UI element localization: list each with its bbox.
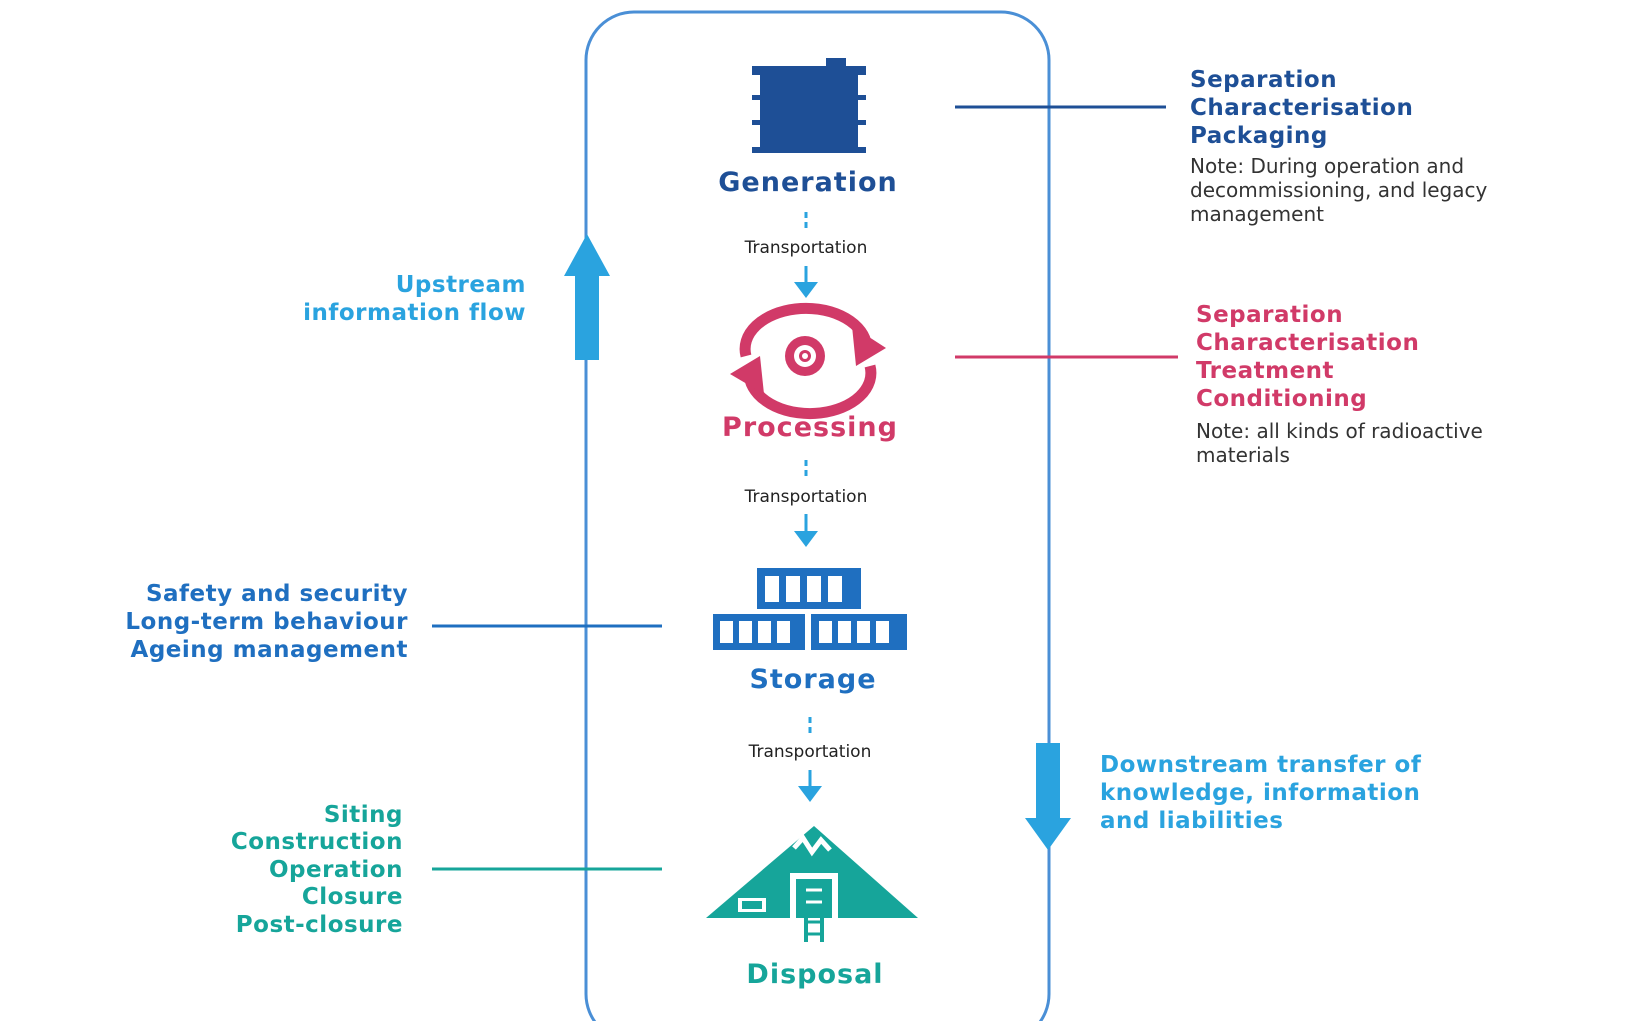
stage-label-generation: Generation <box>718 167 897 198</box>
generation-item: Packaging <box>1190 123 1328 149</box>
storage-item: Long-term behaviour <box>125 609 408 635</box>
processing-item: Separation <box>1196 302 1343 328</box>
stage-label-disposal: Disposal <box>746 959 883 990</box>
processing-icon <box>730 302 886 420</box>
transport-arrow-1 <box>794 212 818 298</box>
downstream-label-line-2: knowledge, information <box>1100 780 1420 806</box>
transport-label-1: Transportation <box>744 238 868 258</box>
upstream-arrow <box>564 234 610 360</box>
stage-label-processing: Processing <box>722 412 898 443</box>
upstream-label-line-1: Upstream <box>396 272 526 298</box>
processing-item: Treatment <box>1196 358 1334 384</box>
disposal-item: Post-closure <box>236 912 403 938</box>
stage-label-storage: Storage <box>749 664 876 695</box>
transport-arrow-2 <box>794 460 818 547</box>
upstream-label-line-2: information flow <box>303 300 526 326</box>
downstream-arrow <box>1025 743 1071 850</box>
lifecycle-frame <box>584 10 1051 1021</box>
generation-item: Characterisation <box>1190 95 1413 121</box>
processing-item: Characterisation <box>1196 330 1419 356</box>
generation-note-line: Note: During operation and <box>1190 154 1464 178</box>
transport-label-3: Transportation <box>748 742 872 762</box>
processing-item: Conditioning <box>1196 386 1367 412</box>
generation-note-line: decommissioning, and legacy <box>1190 178 1487 202</box>
disposal-item: Siting <box>324 802 403 828</box>
generation-icon <box>752 58 866 153</box>
storage-item: Ageing management <box>131 637 408 663</box>
disposal-item: Construction <box>231 829 403 855</box>
disposal-icon <box>706 826 918 942</box>
generation-note-line: management <box>1190 202 1324 226</box>
generation-item: Separation <box>1190 67 1337 93</box>
transport-arrow-3 <box>798 717 822 802</box>
processing-note-line: Note: all kinds of radioactive <box>1196 419 1483 443</box>
processing-note-line: materials <box>1196 443 1290 467</box>
storage-icon <box>713 568 907 650</box>
disposal-item: Operation <box>269 857 403 883</box>
downstream-label-line-3: and liabilities <box>1100 808 1283 834</box>
downstream-label-line-1: Downstream transfer of <box>1100 752 1422 778</box>
storage-item: Safety and security <box>146 581 408 607</box>
disposal-item: Closure <box>302 884 403 910</box>
transport-label-2: Transportation <box>744 487 868 507</box>
